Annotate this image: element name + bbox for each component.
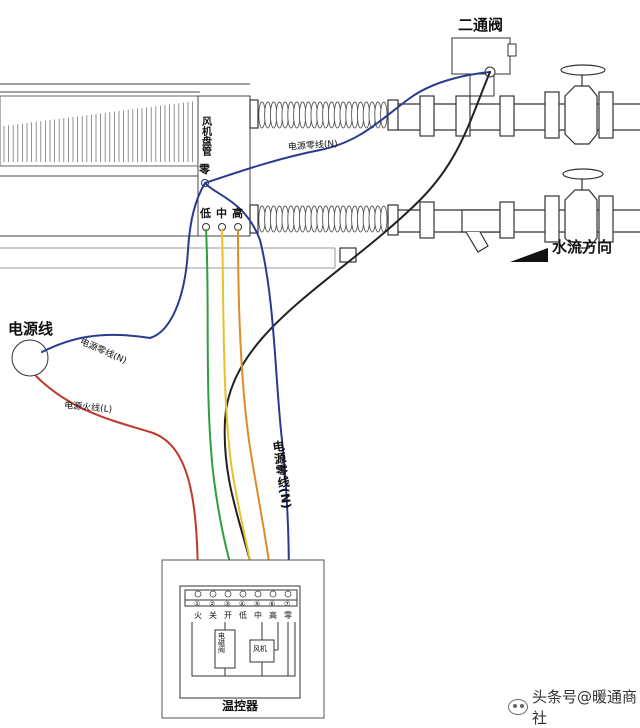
fan-coil-unit — [0, 83, 336, 269]
wire-live — [35, 375, 199, 591]
power-line-junction — [11, 339, 49, 377]
terminal-label: 火 — [194, 611, 202, 620]
terminal-label: 中 — [254, 611, 262, 620]
two-way-valve — [451, 37, 517, 97]
wire-mid — [221, 229, 257, 591]
watermark: 头条号@暖通商社 — [508, 686, 640, 728]
label-valve-box: 电磁阀 — [218, 632, 225, 654]
terminal-screw — [224, 590, 232, 598]
terminal-label: 开 — [224, 611, 232, 620]
terminal-screw — [239, 590, 247, 598]
chat-bubble-icon — [508, 699, 528, 715]
terminal-number: ⑤ — [254, 600, 261, 608]
thermostat-terminal-screws — [194, 590, 292, 598]
label-power-line: 电源线 — [8, 320, 54, 338]
terminal-number: ④ — [239, 600, 246, 608]
coil-fins — [3, 101, 194, 162]
water-flow-arrow — [510, 248, 548, 262]
label-speed-low: 低 — [200, 207, 211, 220]
hose-top — [258, 101, 388, 129]
terminal-number: ② — [209, 600, 216, 608]
label-two-way-valve: 二通阀 — [458, 16, 504, 34]
label-fan-box: 风机 — [253, 645, 267, 653]
label-thermostat: 温控器 — [222, 699, 259, 713]
terminal-screw — [269, 590, 277, 598]
wire-valve-return — [223, 71, 491, 591]
terminal-screw — [284, 590, 292, 598]
terminal-screw — [194, 590, 202, 598]
pipes — [249, 64, 640, 263]
label-speed-high: 高 — [232, 207, 243, 220]
label-neutral-terminal: 零 — [199, 163, 210, 176]
terminal-number: ⑥ — [269, 600, 276, 608]
label-water-flow: 水流方向 — [552, 238, 613, 256]
terminal-screw — [209, 590, 217, 598]
terminal-label: 低 — [239, 611, 247, 620]
terminal-label: 零 — [284, 611, 292, 620]
thermostat-body — [161, 559, 325, 719]
terminal-number: ① — [194, 600, 201, 608]
terminal-number: ③ — [224, 600, 231, 608]
terminal-label: 关 — [209, 611, 217, 620]
wire-high — [237, 229, 273, 591]
label-fan-coil: 风机盘管 — [202, 117, 212, 158]
hose-bottom — [258, 205, 388, 233]
terminal-number: ⑦ — [284, 600, 291, 608]
watermark-text: 头条号@暖通商社 — [532, 688, 638, 727]
terminal-label: 高 — [269, 611, 277, 620]
wire-neutral-vertical — [204, 182, 290, 591]
label-speed-mid: 中 — [216, 207, 227, 220]
terminal-screw — [254, 590, 262, 598]
